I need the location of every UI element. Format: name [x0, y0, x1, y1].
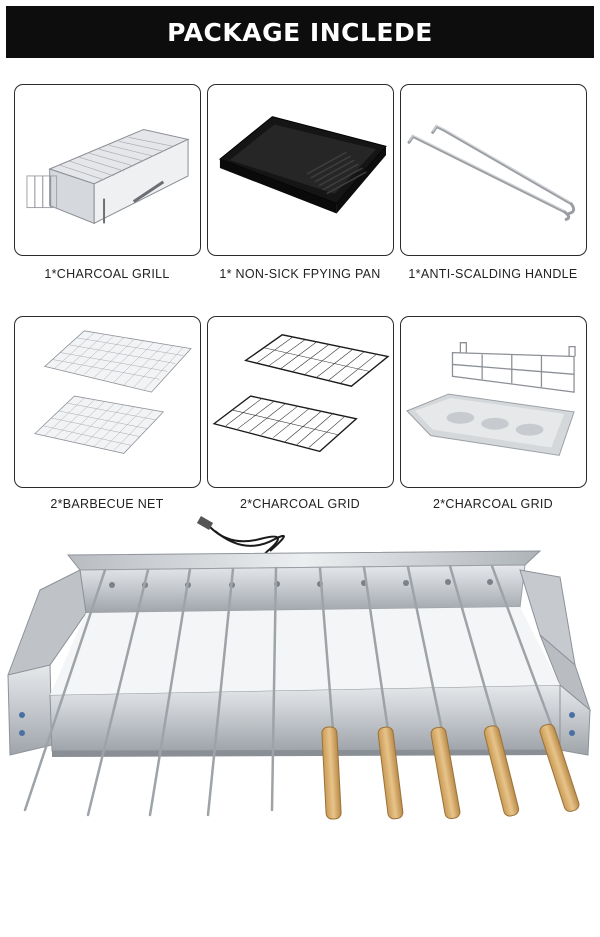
- barbecue-net-icon: [34, 330, 192, 454]
- caption-charcoal-grill: 1*CHARCOAL GRILL: [44, 267, 170, 281]
- rack-tray-icon: [406, 342, 576, 456]
- caption-rack-tray: 2*CHARCOAL GRID: [432, 497, 554, 511]
- product-card-frying-pan: [207, 84, 394, 256]
- product-card-rack-tray: [400, 316, 587, 488]
- header-banner: PACKAGE INCLEDE: [6, 6, 594, 58]
- caption-handle: 1*ANTI-SCALDING HANDLE: [408, 267, 578, 281]
- frying-pan-icon: [218, 116, 387, 214]
- product-card-charcoal-grid: [207, 316, 394, 488]
- page-title: PACKAGE INCLEDE: [167, 17, 433, 47]
- charcoal-grid-icon: [212, 334, 390, 453]
- rotisserie-grill-image: [7, 516, 592, 820]
- product-card-barbecue-net: [14, 316, 201, 488]
- product-card-handle: [400, 84, 587, 256]
- caption-barbecue-net: 2*BARBECUE NET: [50, 497, 164, 511]
- product-card-charcoal-grill: [14, 84, 201, 256]
- caption-frying-pan: 1* NON-SICK FPYING PAN: [219, 267, 381, 281]
- handle-icon: [407, 124, 576, 221]
- charcoal-grill-icon: [26, 128, 190, 225]
- caption-charcoal-grid: 2*CHARCOAL GRID: [239, 497, 361, 511]
